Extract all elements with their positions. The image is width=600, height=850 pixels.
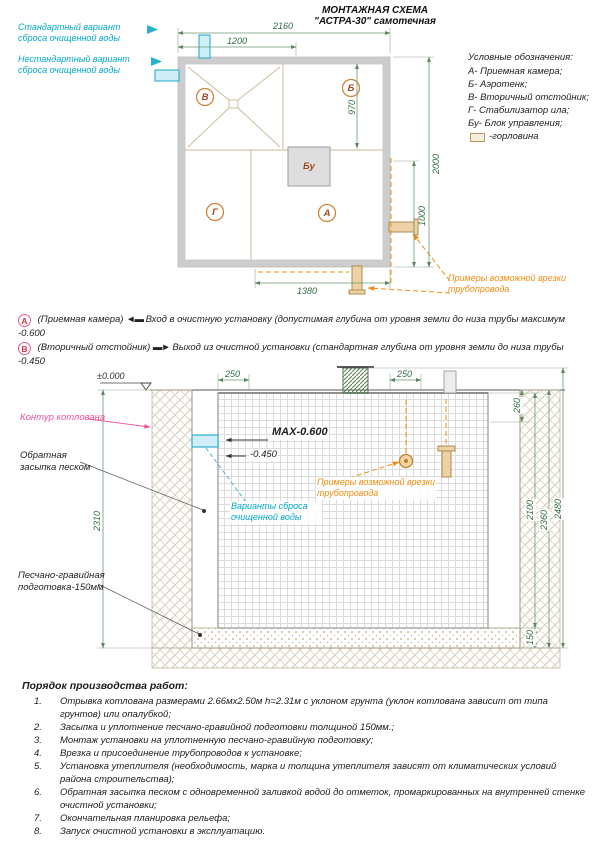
work-order-item: 6. Обратная засыпка песком с одновременно… [34, 786, 586, 812]
work-order-item: 5. Установка утеплителя (необходимость, м… [34, 760, 586, 786]
plan-tap-note: Примеры возможной врезки трубопровода [448, 273, 567, 295]
level-zero-label: ±0.000 [97, 371, 125, 381]
tank-neck [337, 366, 457, 394]
level-zero-mark-icon [100, 382, 152, 391]
title-line1: МОНТАЖНАЯ СХЕМА [321, 5, 429, 16]
inlet-arrow-icon: ◄▬ [126, 314, 144, 325]
item-number: 3. [34, 735, 42, 746]
note-outlet: В (Вторичный отстойник) ▬► Выход из очис… [18, 341, 588, 369]
note-inlet-object: (Приемная камера) [37, 314, 124, 325]
section-dim-2360: 2360 [539, 508, 551, 531]
plan-dimension-lines [177, 28, 434, 288]
legend-title: Условные обозначения: [468, 52, 573, 63]
outlet-arrow-icon: ▬► [152, 342, 171, 353]
plan-dim-1380: 1380 [297, 286, 318, 296]
plan-inlet-outlet-pipes [348, 218, 419, 295]
discharge-nonstandard-label: Нестандартный вариант сброса очищенной в… [18, 54, 130, 76]
plan-label-b: Б [347, 83, 355, 94]
depth-arrows [225, 437, 268, 459]
note-outlet-object: (Вторичный отстойник) [37, 342, 151, 353]
legend-item-neck: -горловина [489, 131, 539, 142]
note-inlet-text: Вход в очистную установку (допустимая гл… [18, 314, 566, 339]
section-view [79, 366, 569, 669]
item-text: Установка утеплителя (необходимость, мар… [60, 761, 557, 785]
item-number: 2. [34, 722, 42, 733]
work-order-item: 8. Запуск очистной установки в эксплуатац… [34, 825, 586, 838]
pit-contour-label: Контур котлована [20, 412, 106, 423]
section-dim-250-left: 250 [225, 369, 241, 379]
note-inlet: А (Приемная камера) ◄▬ Вход в очистную у… [18, 313, 588, 341]
item-number: 1. [34, 696, 42, 707]
plan-dim-1200: 1200 [227, 36, 248, 46]
item-text: Засыпка и уплотнение песчано-гравийной п… [60, 722, 395, 733]
plan-label-a: А [323, 208, 331, 219]
soil-hatch [151, 389, 561, 669]
discharge-variants-label: Варианты сброса очищенной воды [230, 501, 322, 524]
bedding-leader-line [97, 583, 202, 637]
bedding-label: Песчано-гравийная подготовка-150мм [18, 570, 105, 593]
item-text: Окончательная планировка рельефа; [60, 813, 231, 824]
work-order-item: 4. Врезка и присоединение трубопроводов к… [34, 747, 586, 760]
plan-dim-1000: 1000 [417, 205, 427, 226]
work-order-item: 3. Монтаж установки на уплотненную песчан… [34, 734, 586, 747]
section-tap-in-pipes [398, 445, 456, 478]
item-text: Монтаж установки на уплотненную песчано-… [60, 735, 374, 746]
section-dim-2100: 2100 [525, 498, 537, 521]
clean-water-leader-line [205, 447, 247, 503]
legend-item-v: В- Вторичный отстойник; [468, 92, 590, 103]
item-text: Врезка и присоединение трубопроводов к у… [60, 748, 302, 759]
discharge-standard-label: Стандартный вариант сброса очищенной вод… [18, 22, 121, 44]
work-order: Порядок производства работ: 1. Отрывка ко… [22, 680, 586, 838]
title-line2: "АСТРА-30" самотечная [314, 16, 436, 27]
item-number: 5. [34, 761, 42, 772]
plan-view [147, 25, 451, 295]
backfill-leader-line [79, 461, 206, 513]
section-clean-water-pipe [191, 434, 219, 448]
outlet-depth-label: -0.450 [249, 449, 278, 461]
item-text: Обратная засыпка песком с одновременной … [60, 787, 586, 811]
section-dim-250-right: 250 [397, 369, 413, 379]
work-order-item: 2. Засыпка и уплотнение песчано-гравийной… [34, 721, 586, 734]
section-dim-2310: 2310 [92, 510, 102, 531]
item-text: Отрывка котлована размерами 2.66мх2.50м … [60, 696, 548, 720]
work-order-item: 1. Отрывка котлована размерами 2.66мх2.50… [34, 695, 586, 721]
legend-item-b: Б- Аэротенк; [468, 79, 528, 90]
plan-dim-2160: 2160 [273, 21, 294, 31]
plan-dim-970: 970 [347, 99, 357, 115]
section-dim-2480: 2480 [553, 497, 565, 520]
section-tap-note: Примеры возможной врезки трубопровода [316, 477, 436, 500]
plan-compartment-circles [195, 78, 361, 223]
note-outlet-marker: В [18, 342, 31, 355]
plan-tap-in-dashed-lines [258, 158, 451, 294]
sand-gravel-bedding [192, 627, 520, 648]
note-inlet-marker: А [18, 314, 31, 327]
legend-item-a: А- Приемная камера; [468, 66, 563, 77]
note-outlet-text: Выход из очистной установки (стандартная… [18, 342, 564, 367]
discharge-standard-arrow-icon [147, 25, 158, 34]
plan-inner-dividers [185, 64, 383, 260]
item-number: 4. [34, 748, 42, 759]
item-number: 7. [34, 813, 42, 824]
work-order-title: Порядок производства работ: [22, 680, 188, 692]
item-number: 8. [34, 826, 42, 837]
legend-item-bu: Бу- Блок управления; [468, 118, 563, 129]
item-text: Запуск очистной установки в эксплуатацию… [60, 826, 265, 837]
plan-label-g: Г [212, 207, 218, 218]
backfill-label: Обратная засыпка песком [20, 450, 91, 473]
work-order-item: 7. Окончательная планировка рельефа; [34, 812, 586, 825]
drawing-title: МОНТАЖНАЯ СХЕМА "АСТРА-30" самотечная [240, 5, 510, 27]
max-inlet-depth-label: МАХ-0.600 [271, 426, 329, 440]
section-dim-150: 150 [525, 628, 537, 646]
item-number: 6. [34, 787, 42, 798]
plan-dim-2000: 2000 [431, 153, 441, 174]
legend-item-g: Г- Стабилизатор ила; [468, 105, 570, 116]
discharge-nonstandard-arrow-icon [151, 57, 162, 66]
section-dim-260: 260 [512, 396, 524, 414]
plan-label-bu: Бу [303, 161, 315, 172]
plan-control-unit-box [287, 146, 331, 187]
neck-symbol-icon [470, 133, 485, 142]
plan-label-v: В [201, 92, 209, 103]
pit-contour-leader-line [87, 418, 151, 429]
